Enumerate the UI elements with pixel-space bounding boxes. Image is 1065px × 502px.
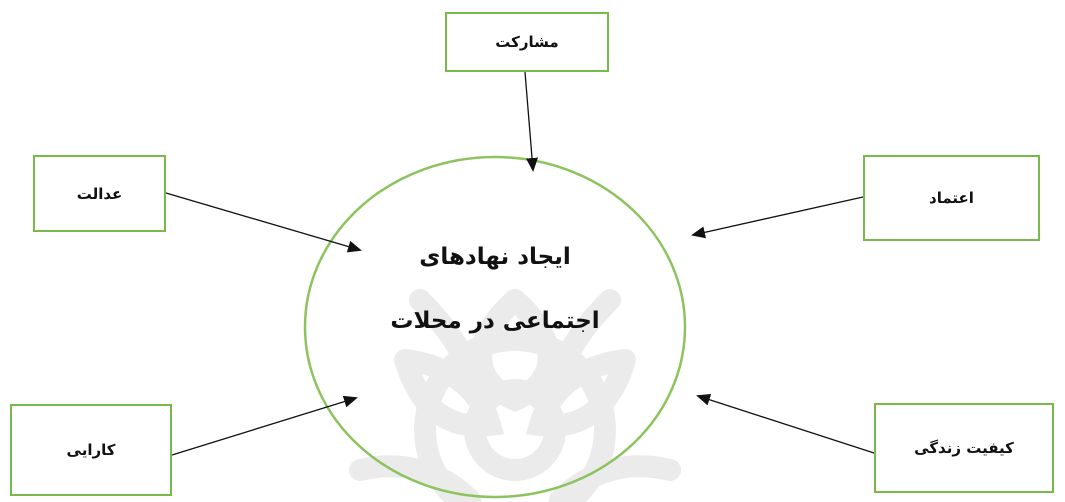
quality-of-life-label: کیفیت زندگی: [914, 439, 1014, 457]
efficiency-label: کارایی: [66, 441, 116, 459]
watermark-emblem: [349, 289, 681, 502]
justice-label: عدالت: [76, 184, 123, 203]
box-trust: اعتماد: [863, 155, 1040, 241]
box-participation: مشارکت: [445, 12, 609, 72]
arrow-efficiency: [171, 395, 358, 456]
trust-label: اعتماد: [929, 189, 974, 207]
box-quality-of-life: کیفیت زندگی: [874, 403, 1054, 493]
central-concept-line1: ایجاد نهادهای: [419, 244, 571, 270]
arrow-justice: [165, 192, 362, 253]
box-efficiency: کارایی: [10, 404, 172, 496]
central-ellipse: [303, 155, 687, 499]
central-concept-line2: اجتماعی در محلات: [390, 308, 600, 334]
arrow-trust: [691, 196, 864, 239]
box-justice: عدالت: [33, 155, 166, 232]
participation-label: مشارکت: [495, 33, 559, 51]
arrow-quality: [696, 393, 875, 454]
central-concept: ایجاد نهادهای اجتماعی در محلات: [340, 225, 650, 353]
arrow-participation: [524, 71, 539, 172]
